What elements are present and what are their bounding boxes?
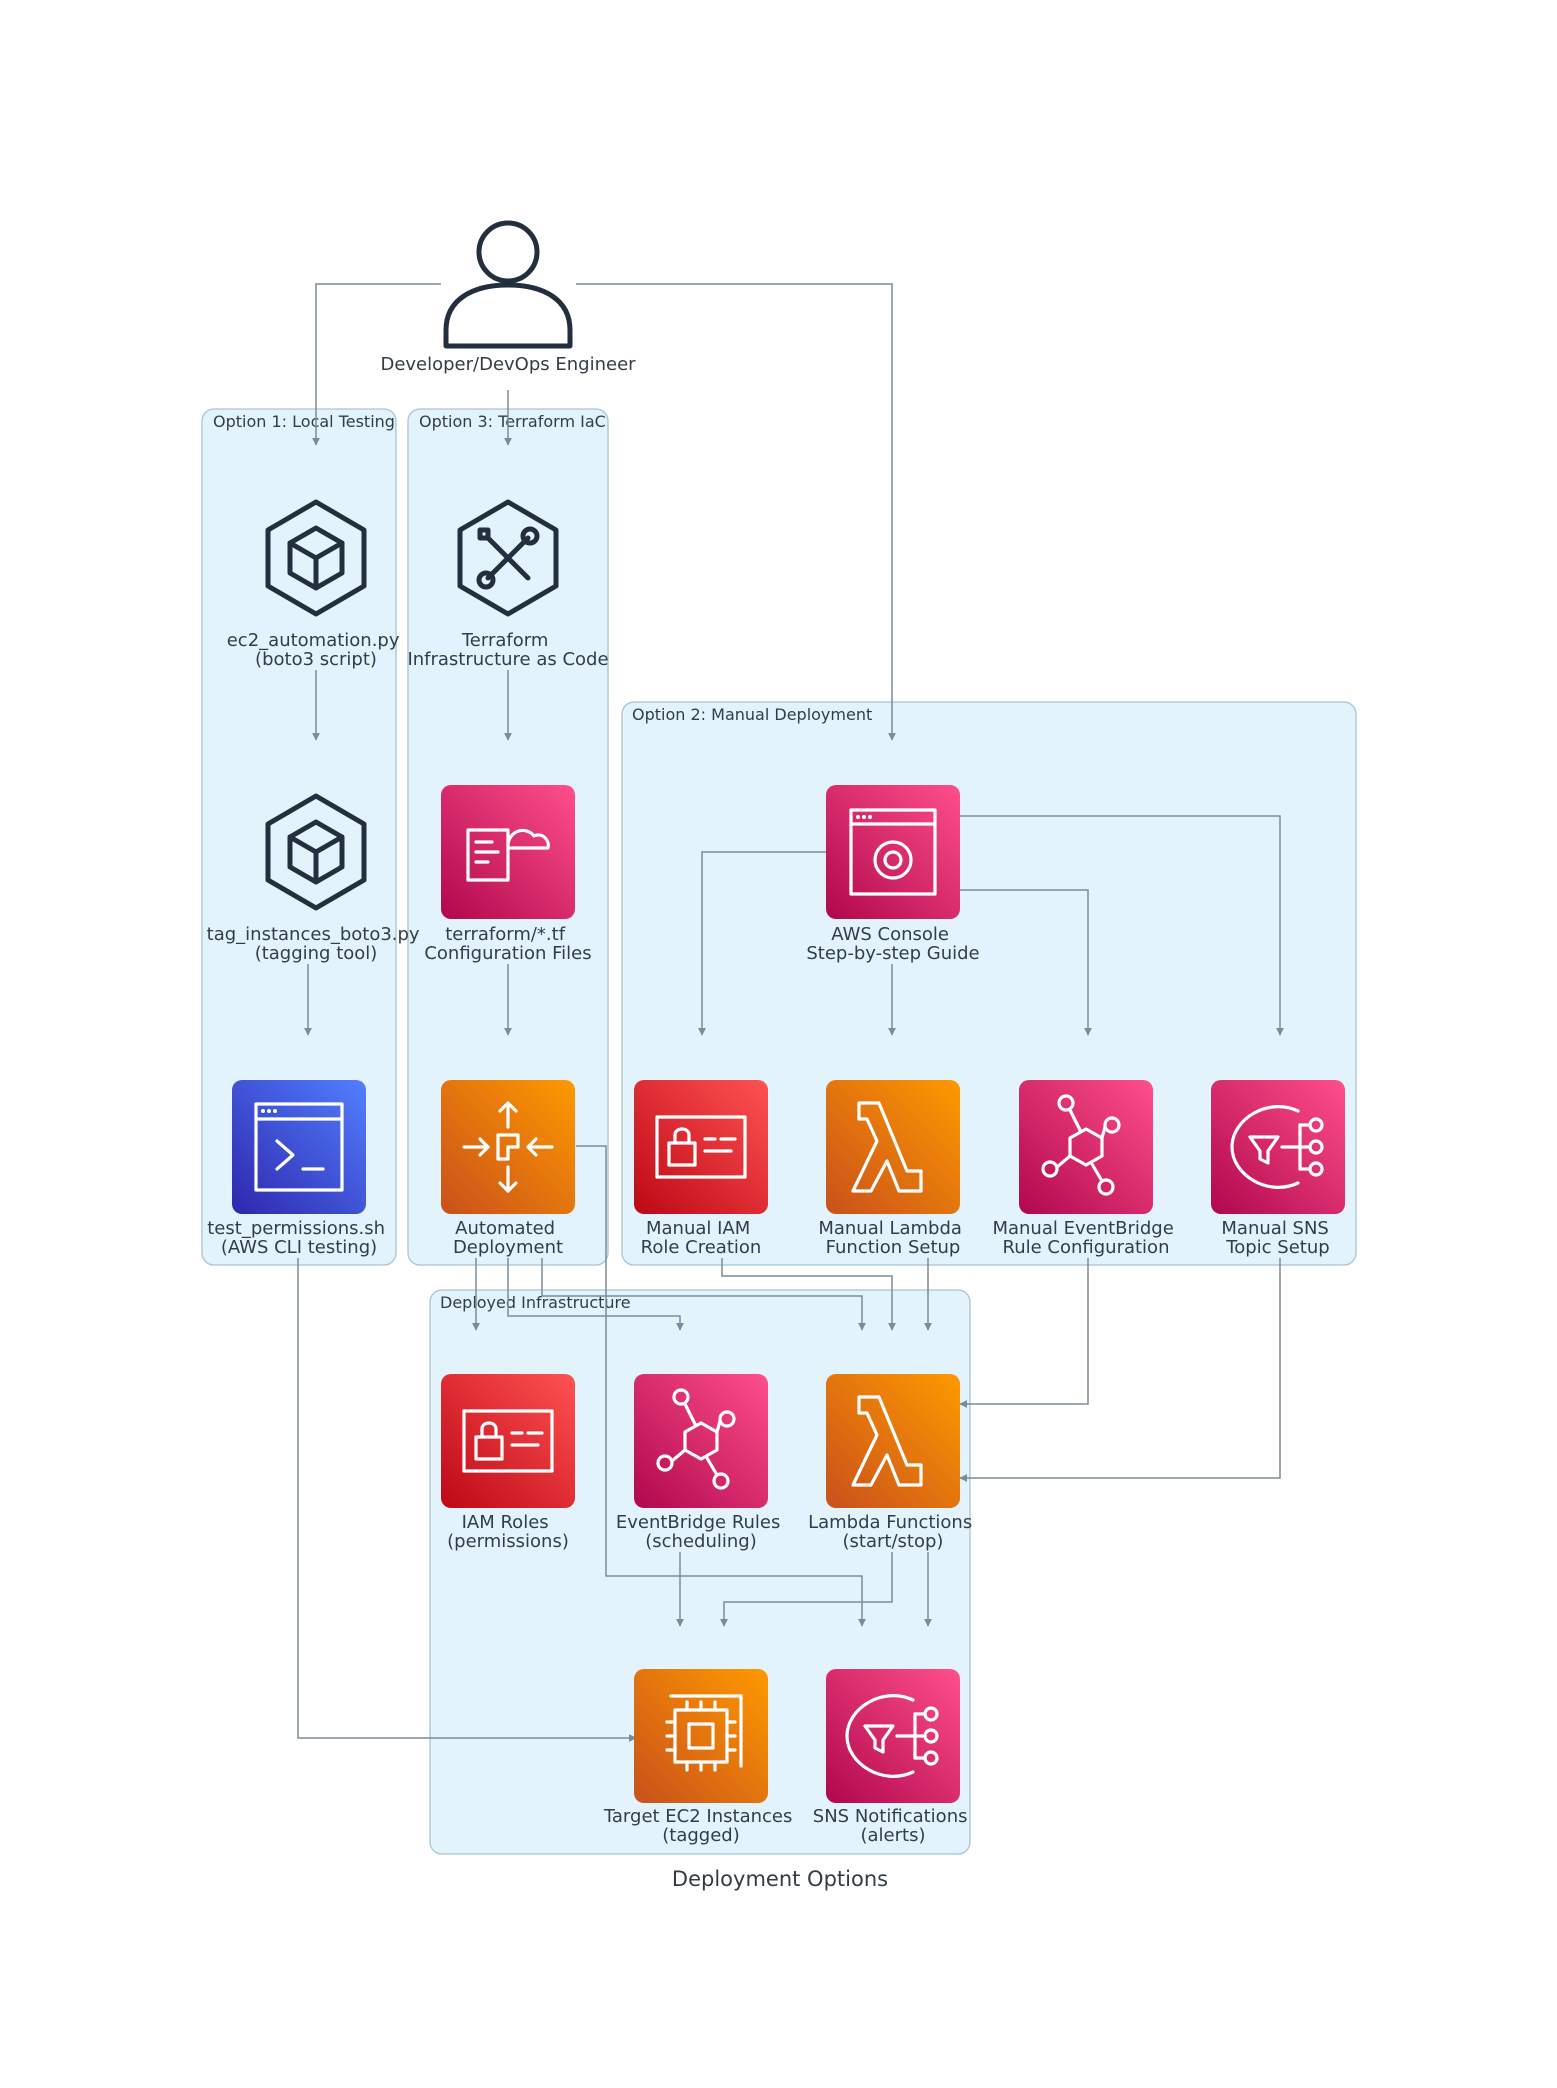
node-ec2-instances-label: Target EC2 Instances (tagged) — [603, 1806, 798, 1846]
sns-icon — [1230, 1105, 1324, 1189]
edge-console-manual-iam — [698, 851, 826, 1036]
management-console-icon — [849, 808, 937, 896]
iam-icon — [655, 1115, 747, 1179]
node-manual-iam-box — [634, 1080, 768, 1214]
node-manual-lambda-label: Manual Lambda Function Setup — [818, 1218, 967, 1258]
node-ec2-instances-box — [634, 1669, 768, 1803]
node-tf-files: terraform/*.tf Configuration Files — [424, 785, 592, 964]
python-package-icon — [265, 793, 367, 911]
node-lambda-functions: Lambda Functions (start/stop) — [808, 1374, 978, 1552]
node-automated-label: Automated Deployment — [453, 1218, 563, 1258]
node-manual-sns: Manual SNS Topic Setup — [1211, 1080, 1345, 1258]
node-manual-eventbridge: Manual EventBridge Rule Configuration — [992, 1080, 1179, 1258]
edges — [297, 283, 1284, 1742]
sns-icon — [845, 1694, 939, 1778]
terminal-icon — [254, 1102, 344, 1192]
migration-icon — [462, 1101, 554, 1193]
node-automated: Automated Deployment — [441, 1080, 575, 1258]
node-manual-iam-label: Manual IAM Role Creation — [641, 1218, 762, 1258]
node-tag-instances: tag_instances_boto3.py (tagging tool) — [207, 793, 426, 964]
node-eventbridge-rules-box — [634, 1374, 768, 1508]
cloudformation-template-icon — [466, 828, 550, 882]
node-tf-files-label: terraform/*.tf Configuration Files — [424, 924, 591, 964]
edge-automated-eventbridge-rules — [507, 1258, 684, 1331]
node-manual-lambda: Manual Lambda Function Setup — [818, 1080, 967, 1258]
node-console-label: AWS Console Step-by-step Guide — [806, 924, 979, 964]
node-ec2-instances: Target EC2 Instances (tagged) — [603, 1669, 798, 1846]
node-terraform-label: Terraform Infrastructure as Code — [407, 630, 608, 670]
node-ec2-automation-label: ec2_automation.py (boto3 script) — [227, 630, 406, 670]
node-manual-sns-box — [1211, 1080, 1345, 1214]
lambda-icon — [851, 1101, 923, 1193]
cluster-deployed-infrastructure-label: Deployed Infrastructure — [440, 1293, 631, 1312]
edge-console-manual-sns — [960, 815, 1284, 1036]
node-manual-sns-label: Manual SNS Topic Setup — [1221, 1218, 1334, 1258]
actor-developer: Developer/DevOps Engineer — [380, 220, 636, 375]
cluster-local-testing: Option 1: Local Testing — [201, 408, 397, 1266]
node-sns-notifications: SNS Notifications (alerts) — [813, 1669, 973, 1846]
node-tag-instances-label: tag_instances_boto3.py (tagging tool) — [207, 924, 426, 964]
node-console: AWS Console Step-by-step Guide — [806, 785, 980, 964]
node-manual-iam: Manual IAM Role Creation — [634, 1080, 768, 1258]
node-eventbridge-rules: EventBridge Rules (scheduling) — [616, 1374, 786, 1552]
node-manual-eventbridge-box — [1019, 1080, 1153, 1214]
node-terraform: Terraform Infrastructure as Code — [407, 499, 609, 670]
edge-actor-ec2-automation — [312, 283, 441, 446]
node-iam-roles: IAM Roles (permissions) — [441, 1374, 575, 1552]
eventbridge-icon — [1041, 1094, 1121, 1196]
node-manual-eventbridge-label: Manual EventBridge Rule Configuration — [992, 1218, 1179, 1258]
node-manual-lambda-box — [826, 1080, 960, 1214]
cluster-manual-deployment: Option 2: Manual Deployment — [621, 701, 1357, 1266]
node-test-permissions-label: test_permissions.sh (AWS CLI testing) — [207, 1218, 390, 1258]
tools-icon — [457, 499, 559, 617]
node-lambda-functions-box — [826, 1374, 960, 1508]
node-test-permissions-box — [232, 1080, 366, 1214]
edge-manual-iam-lambda-functions — [721, 1258, 896, 1331]
edge-manual-sns-lambda-functions — [959, 1258, 1281, 1482]
cluster-local-testing-label: Option 1: Local Testing — [213, 412, 395, 431]
edge-actor-console — [576, 283, 896, 741]
node-iam-roles-box — [441, 1374, 575, 1508]
cluster-terraform-iac-label: Option 3: Terraform IaC — [419, 412, 606, 431]
edge-automated-sns-notifications — [576, 1145, 866, 1627]
node-eventbridge-rules-label: EventBridge Rules (scheduling) — [616, 1512, 786, 1552]
edge-console-manual-eventbridge — [960, 889, 1092, 1036]
ec2-icon — [665, 1694, 743, 1772]
node-test-permissions: test_permissions.sh (AWS CLI testing) — [207, 1080, 390, 1258]
node-ec2-automation: ec2_automation.py (boto3 script) — [227, 499, 406, 670]
edge-lambda-functions-ec2-instances — [720, 1552, 893, 1627]
diagram-title: Deployment Options — [672, 1867, 888, 1891]
edge-test-permissions-ec2-instances — [297, 1258, 637, 1742]
node-sns-notifications-label: SNS Notifications (alerts) — [813, 1806, 973, 1846]
user-icon — [443, 220, 573, 349]
cluster-manual-deployment-label: Option 2: Manual Deployment — [632, 705, 872, 724]
python-package-icon — [265, 499, 367, 617]
edge-automated-lambda-functions — [541, 1258, 866, 1331]
actor-label: Developer/DevOps Engineer — [380, 354, 636, 375]
iam-icon — [462, 1409, 554, 1473]
node-iam-roles-label: IAM Roles (permissions) — [447, 1512, 569, 1552]
lambda-icon — [851, 1395, 923, 1487]
eventbridge-icon — [656, 1388, 736, 1490]
node-sns-notifications-box — [826, 1669, 960, 1803]
node-lambda-functions-label: Lambda Functions (start/stop) — [808, 1512, 978, 1552]
edge-manual-eventbridge-lambda-functions — [959, 1258, 1089, 1408]
